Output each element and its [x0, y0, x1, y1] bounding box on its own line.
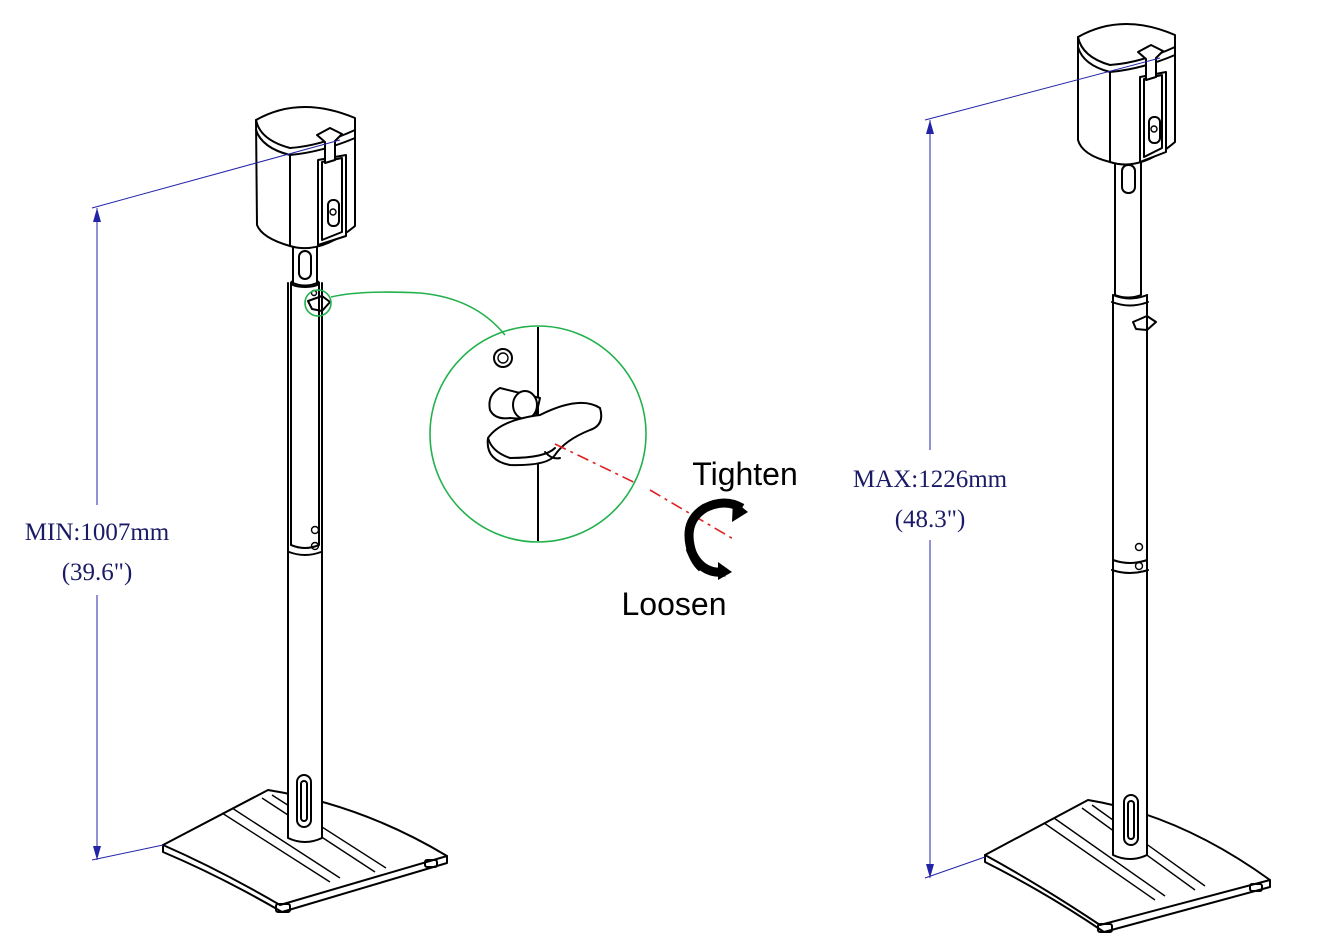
stand-min	[162, 106, 448, 913]
max-height-label: MAX:1226mm	[853, 466, 1008, 493]
pole-max	[1111, 159, 1157, 860]
min-height-label: MIN:1007mm	[25, 519, 170, 546]
tighten-label: Tighten	[692, 456, 798, 492]
dimension-max: MAX:1226mm (48.3")	[845, 57, 1161, 879]
base-plate-min	[162, 789, 448, 913]
neck-min	[292, 245, 318, 287]
rotation-arrows-icon	[684, 498, 748, 580]
stand-max	[984, 23, 1271, 933]
knob-detail-callout	[304, 289, 736, 543]
speaker-max	[1077, 23, 1176, 166]
pole-min	[287, 278, 331, 843]
speaker-min	[255, 106, 356, 250]
dimension-min: MIN:1007mm (39.6")	[14, 139, 341, 861]
max-height-inches: (48.3")	[895, 506, 966, 533]
loosen-label: Loosen	[622, 586, 727, 622]
min-height-inches: (39.6")	[62, 559, 133, 586]
